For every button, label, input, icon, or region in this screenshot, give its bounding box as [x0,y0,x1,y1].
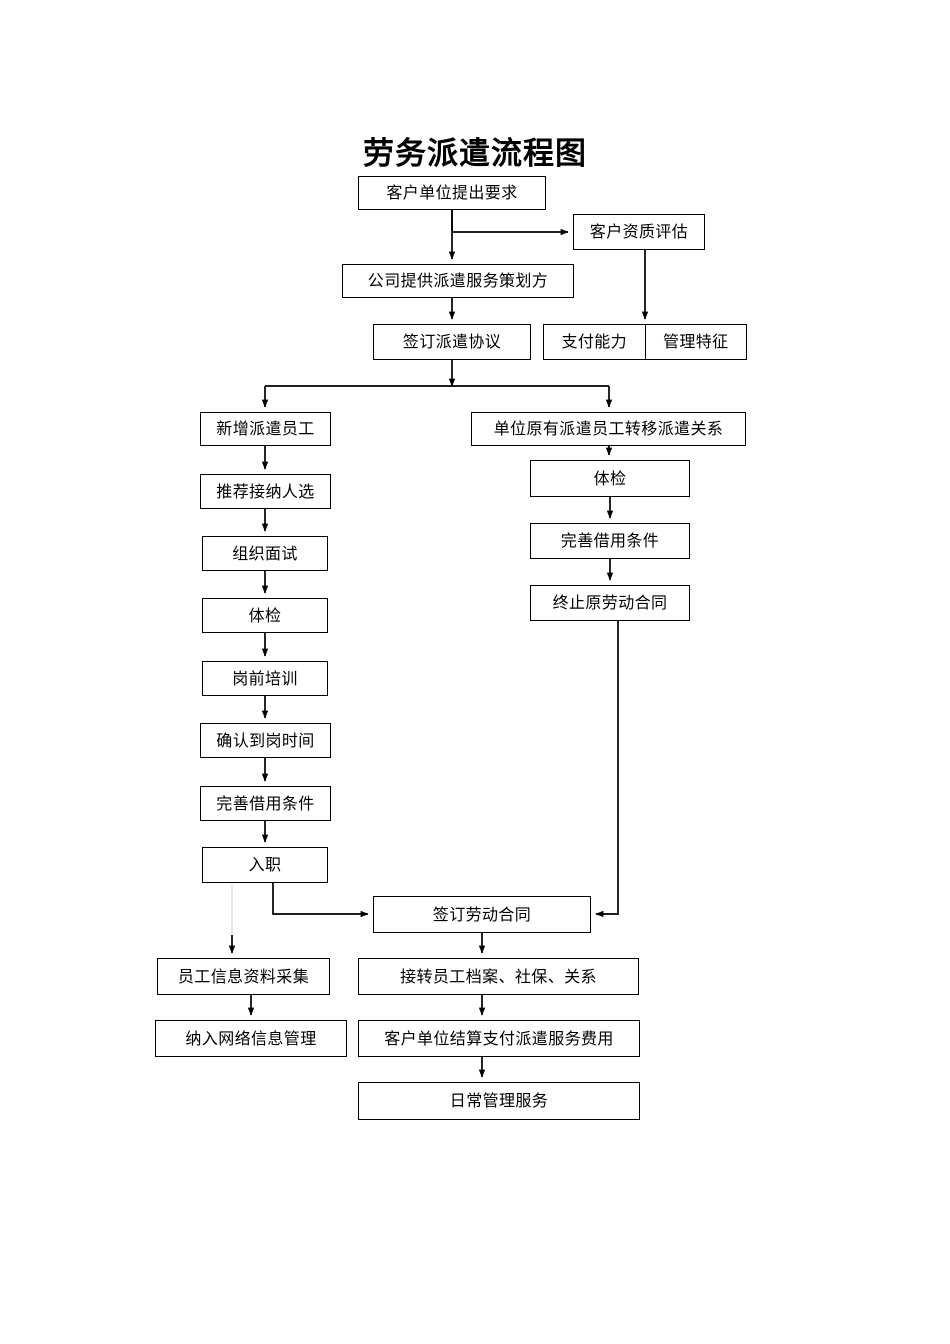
node-organize-interview[interactable]: 组织面试 [202,536,328,571]
node-daily-management-service[interactable]: 日常管理服务 [358,1082,640,1120]
node-improve-borrowing-conditions-right[interactable]: 完善借用条件 [530,523,690,559]
node-sign-dispatch-agreement[interactable]: 签订派遣协议 [373,324,531,360]
node-sign-labor-contract[interactable]: 签订劳动合同 [373,896,591,933]
node-terminate-original-labor-contract[interactable]: 终止原劳动合同 [530,585,690,621]
node-payment-ability[interactable]: 支付能力 [544,325,646,359]
node-management-characteristics[interactable]: 管理特征 [662,332,729,351]
node-enter-network-information-management[interactable]: 纳入网络信息管理 [155,1020,347,1057]
node-transfer-files-social-security-relations[interactable]: 接转员工档案、社保、关系 [358,958,639,995]
node-onboarding[interactable]: 入职 [202,847,328,883]
node-improve-borrowing-conditions-left[interactable]: 完善借用条件 [200,786,331,821]
page-title: 劳务派遣流程图 [363,136,587,172]
node-assessment-criteria: 支付能力 管理特征 [543,324,747,360]
node-medical-exam-right[interactable]: 体检 [530,460,690,497]
edge-n13-to-n18 [595,621,619,918]
edge-n1-to-n2 [451,210,569,236]
node-company-dispatch-service-plan[interactable]: 公司提供派遣服务策划方 [342,264,574,298]
node-customer-request[interactable]: 客户单位提出要求 [358,176,546,210]
node-transfer-existing-dispatch-relation[interactable]: 单位原有派遣员工转移派遣关系 [471,412,746,446]
node-confirm-start-date[interactable]: 确认到岗时间 [200,723,331,758]
node-pre-job-training[interactable]: 岗前培训 [202,661,328,696]
node-client-settle-dispatch-service-fee[interactable]: 客户单位结算支付派遣服务费用 [358,1020,640,1057]
node-recommend-candidates[interactable]: 推荐接纳人选 [200,474,331,509]
node-medical-exam-left[interactable]: 体检 [202,598,328,633]
node-customer-qualification-assessment[interactable]: 客户资质评估 [573,214,705,250]
node-new-dispatch-employee[interactable]: 新增派遣员工 [200,412,331,446]
edge-n17-to-n18 [272,883,369,918]
node-collect-employee-information[interactable]: 员工信息资料采集 [157,958,330,995]
